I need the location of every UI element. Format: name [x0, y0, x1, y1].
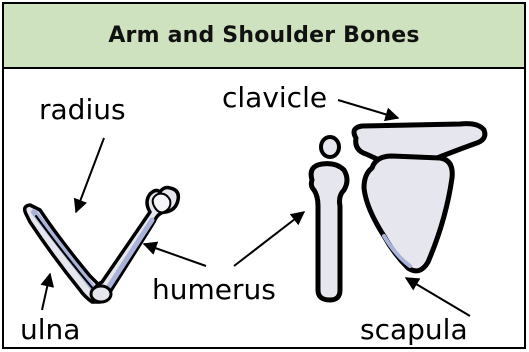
clavicle-arrow — [338, 100, 398, 118]
clavicle-label: clavicle — [222, 84, 327, 112]
radius-arrow — [76, 138, 104, 212]
humerus-shoulder-arrow — [234, 212, 304, 266]
humerus-arm-arrow — [144, 244, 206, 266]
humerus-shading — [108, 220, 152, 288]
forearm-inner-line — [36, 216, 94, 290]
scapula-label: scapula — [360, 316, 468, 344]
acromion-knob — [321, 137, 339, 157]
ulna-label: ulna — [20, 316, 80, 344]
scapula-bone — [364, 156, 452, 271]
shoulder-humerus — [311, 164, 347, 300]
humerus-head — [153, 194, 171, 213]
ulna-arrow — [42, 274, 50, 310]
radius-label: radius — [39, 96, 126, 124]
scapula-arrow — [406, 278, 470, 316]
elbow-joint — [91, 286, 111, 302]
humerus-label: humerus — [152, 276, 276, 304]
shoulder-bones — [311, 124, 485, 300]
